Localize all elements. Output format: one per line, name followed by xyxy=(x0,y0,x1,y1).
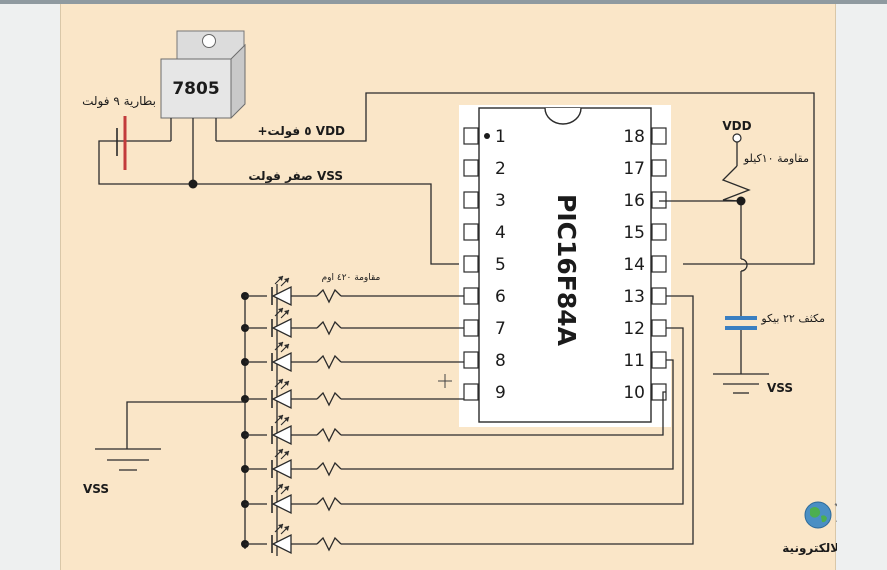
vdd-rail-label: +٥ فولت VDD xyxy=(257,124,345,139)
chip-pin-pad xyxy=(463,223,479,241)
led xyxy=(241,391,666,446)
ground-left-label: VSS xyxy=(83,482,109,496)
led-bank: مقاومة ٤٢٠ اوم xyxy=(241,273,694,556)
chip-pin-pad xyxy=(651,127,667,145)
chip-pin-pad xyxy=(463,287,479,305)
site-logo: القرية الالكترونية xyxy=(782,501,837,556)
capacitor-vss-label: VSS xyxy=(767,381,793,395)
chip-pin-number: 16 xyxy=(623,191,645,211)
pullup-vdd-label: VDD xyxy=(722,119,751,133)
crosshair-cursor-icon xyxy=(438,374,452,388)
chip-pin-number: 1 xyxy=(495,127,506,147)
chip-pin-pad xyxy=(463,127,479,145)
chip-pin-number: 15 xyxy=(623,223,645,243)
chip-pin-pad xyxy=(651,159,667,177)
chip-pin-number: 7 xyxy=(495,319,506,339)
battery: بطارية ٩ فولت xyxy=(82,94,193,185)
chip-pin-number: 9 xyxy=(495,383,506,403)
chip-pin-pad xyxy=(651,351,667,369)
chip-pin-pad xyxy=(463,159,479,177)
pullup-label: مقاومة ١٠كيلو xyxy=(743,152,809,165)
chip-pin-pad xyxy=(651,255,667,273)
chip-pin-pad xyxy=(463,351,479,369)
chip-pin-number: 5 xyxy=(495,255,506,275)
chip-pin-number: 11 xyxy=(623,351,645,371)
chip-pin-pad xyxy=(651,223,667,241)
ground-left: VSS xyxy=(83,401,245,496)
pullup-resistor: VDD مقاومة ١٠كيلو xyxy=(659,119,809,317)
vdd-rail: +٥ فولت VDD xyxy=(216,92,815,265)
chip-pin-pad xyxy=(651,287,667,305)
led xyxy=(241,307,464,339)
chip-pin-number: 8 xyxy=(495,351,506,371)
chip-pin-number: 4 xyxy=(495,223,506,243)
chip-pin-pad xyxy=(651,319,667,337)
led xyxy=(241,295,694,555)
chip-pin-pad xyxy=(651,191,667,209)
chip-pin-number: 17 xyxy=(623,159,645,179)
capacitor-label: مكثف ٢٢ بيكو xyxy=(760,312,825,325)
chip-pin-number: 14 xyxy=(623,255,645,275)
chip-pin-pad xyxy=(463,383,479,401)
chip-pin-pad xyxy=(463,319,479,337)
battery-label: بطارية ٩ فولت xyxy=(82,94,156,109)
voltage-regulator: 7805 xyxy=(160,30,246,182)
logo-text: القرية الالكترونية xyxy=(782,541,837,556)
chip-pin-pad xyxy=(463,255,479,273)
led xyxy=(241,378,464,410)
chip-pin-number: 10 xyxy=(623,383,645,403)
chip-name: PIC16F84A xyxy=(552,194,581,347)
chip-pin-number: 6 xyxy=(495,287,506,307)
capacitor: مكثف ٢٢ بيكو VSS xyxy=(713,312,825,395)
chip-pin-pad xyxy=(463,191,479,209)
chip-pin-number: 3 xyxy=(495,191,506,211)
chip-pin-number: 2 xyxy=(495,159,506,179)
led xyxy=(241,275,464,307)
regulator-name: 7805 xyxy=(172,79,219,99)
led-resistor-label: مقاومة ٤٢٠ اوم xyxy=(322,273,381,283)
led xyxy=(241,359,674,480)
schematic-canvas: 7805 بطارية ٩ فولت +٥ فولت VDD صفر فولت … xyxy=(60,4,837,570)
vss-rail-label: صفر فولت VSS xyxy=(248,169,343,184)
led xyxy=(241,327,684,515)
chip-pin-number: 12 xyxy=(623,319,645,339)
chip-pin-number: 18 xyxy=(623,127,645,147)
circuit-diagram: 7805 بطارية ٩ فولت +٥ فولت VDD صفر فولت … xyxy=(82,30,837,556)
vss-rail: صفر فولت VSS xyxy=(188,169,461,265)
chip-pin-number: 13 xyxy=(623,287,645,307)
led xyxy=(241,341,464,373)
